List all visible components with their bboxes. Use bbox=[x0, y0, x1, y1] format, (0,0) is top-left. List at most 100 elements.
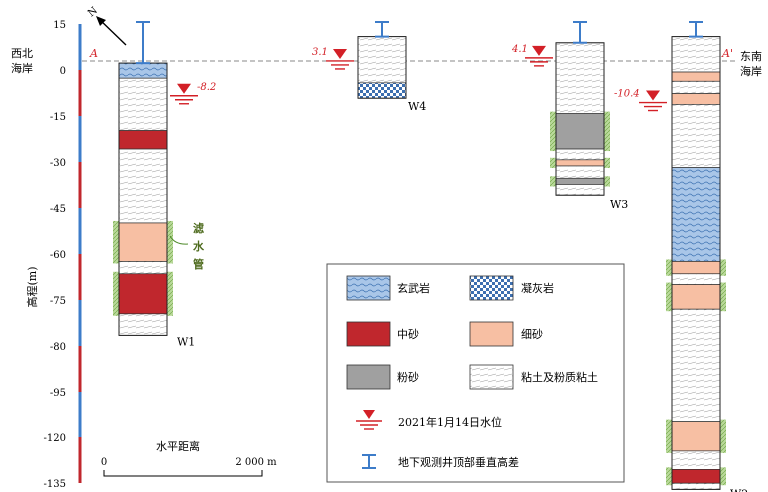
legend-swatch-clay bbox=[469, 364, 514, 390]
well-layer-fine-sand bbox=[671, 421, 721, 452]
water-level-value: -10.4 bbox=[614, 89, 640, 100]
legend-label-casing: 地下观测井顶部垂直高差 bbox=[398, 455, 519, 469]
well-layer-medium-sand bbox=[118, 273, 168, 315]
well-label: W1 bbox=[177, 335, 195, 348]
well-layer-silt bbox=[555, 177, 605, 185]
well-layer-clay bbox=[555, 42, 605, 114]
well-casing-icon bbox=[573, 21, 587, 44]
axis-tick-label: -135 bbox=[44, 479, 66, 490]
well-w2: W2 -10.4 bbox=[614, 21, 748, 492]
well-layer-clay bbox=[671, 308, 721, 422]
legend-label-medium-sand: 中砂 bbox=[397, 328, 419, 341]
profile-end-label: 东南 海岸 A' bbox=[721, 47, 762, 78]
legend-label-silt: 粉砂 bbox=[397, 371, 419, 384]
well-layer-clay bbox=[671, 104, 721, 168]
profile-start-label: 西北 海岸 A bbox=[11, 47, 98, 75]
axis-tick-label: -80 bbox=[50, 342, 66, 353]
screen-label-char1: 滤 bbox=[193, 221, 204, 235]
well-layer-clay bbox=[118, 313, 168, 336]
well-label: W2 bbox=[730, 487, 748, 492]
well-layer-fine-sand bbox=[118, 222, 168, 262]
legend-water-level-icon bbox=[356, 410, 382, 430]
northwest-coast-line2: 海岸 bbox=[11, 61, 33, 75]
axis-title: 高程(m) bbox=[25, 266, 39, 307]
well-layer-basalt bbox=[118, 62, 168, 79]
axis-tick-label: -95 bbox=[50, 388, 66, 399]
well-casing-icon bbox=[375, 21, 389, 38]
well-layer-clay bbox=[555, 148, 605, 161]
well-layer-medium-sand bbox=[671, 469, 721, 484]
axis-tick-label: -30 bbox=[50, 158, 66, 169]
legend-swatch-medium-sand bbox=[346, 321, 391, 347]
well-layer-fine-sand bbox=[671, 284, 721, 310]
water-level-icon bbox=[525, 45, 553, 67]
water-level-icon bbox=[639, 90, 667, 112]
well-label: W3 bbox=[610, 198, 628, 211]
north-arrow-head bbox=[96, 16, 106, 26]
axis-tick-label: -75 bbox=[50, 296, 66, 307]
legend-swatch-basalt bbox=[346, 275, 391, 301]
profile-end-marker: A' bbox=[721, 47, 733, 60]
legend-casing-icon bbox=[362, 454, 376, 469]
legend-swatch-fine-sand bbox=[469, 321, 514, 347]
well-layer-clay bbox=[671, 80, 721, 94]
scale-bar: 水平距离 0 2 000 m bbox=[101, 439, 277, 477]
well-layer-fine-sand bbox=[671, 261, 721, 275]
water-level-value: 4.1 bbox=[511, 44, 528, 55]
screen-annotation-leader bbox=[169, 235, 189, 245]
southeast-coast-line2: 海岸 bbox=[740, 64, 762, 78]
axis-tick-label: -120 bbox=[44, 433, 66, 444]
scale-bar-start: 0 bbox=[101, 457, 107, 468]
legend-label-basalt: 玄武岩 bbox=[397, 281, 430, 295]
legend-label-clay: 粘土及粉质粘土 bbox=[521, 370, 598, 384]
legend-label-water-level: 2021年1月14日水位 bbox=[398, 415, 502, 429]
axis-tick-label: 0 bbox=[60, 66, 66, 77]
water-level-icon bbox=[326, 48, 354, 70]
well-layer-fine-sand bbox=[671, 71, 721, 82]
well-layer-fine-sand bbox=[555, 159, 605, 167]
wells: W1 -8.2W4 3.1W3 4.1W2 -10.4 bbox=[113, 21, 748, 492]
legend-label-fine-sand: 细砂 bbox=[521, 328, 543, 341]
legend-swatch-tuff bbox=[469, 275, 514, 301]
northwest-coast-line1: 西北 bbox=[11, 47, 33, 60]
legend: 玄武岩 凝灰岩 中砂 细砂 粉砂 粘土及粉质粘土 2021年1月14日水位 地下… bbox=[326, 263, 625, 483]
well-layer-tuff bbox=[357, 82, 407, 99]
axis-tick-label: -45 bbox=[50, 204, 66, 215]
water-level-value: -8.2 bbox=[197, 82, 216, 93]
well-layer-silt bbox=[555, 113, 605, 150]
screen-label-char2: 水 bbox=[193, 239, 205, 253]
well-layer-clay bbox=[555, 184, 605, 196]
axis-ticks: 15 0 -15 -30 -45 -60 -75 -80 -95 -120 -135 bbox=[44, 20, 66, 490]
well-layer-fine-sand bbox=[671, 93, 721, 105]
well-w1: W1 -8.2 bbox=[113, 21, 216, 348]
well-layer-clay bbox=[118, 148, 168, 224]
well-layer-medium-sand bbox=[118, 130, 168, 150]
well-w3: W3 4.1 bbox=[511, 21, 628, 211]
profile-start-marker: A bbox=[89, 47, 98, 60]
well-label: W4 bbox=[408, 100, 426, 113]
axis-tick-label: -15 bbox=[50, 112, 66, 123]
scale-bar-title: 水平距离 bbox=[156, 439, 200, 453]
elevation-axis: 15 0 -15 -30 -45 -60 -75 -80 -95 -120 -135 高程(m) bbox=[25, 20, 82, 490]
southeast-coast-line1: 东南 bbox=[740, 50, 762, 63]
legend-swatch-silt bbox=[346, 364, 391, 390]
screen-label-char3: 管 bbox=[193, 257, 204, 271]
well-layer-basalt bbox=[671, 167, 721, 262]
axis-tick-label: -60 bbox=[50, 250, 66, 261]
well-casing-icon bbox=[689, 21, 703, 38]
scale-bar-line bbox=[103, 470, 263, 477]
well-layer-clay bbox=[671, 273, 721, 285]
well-layer-clay bbox=[671, 482, 721, 490]
legend-label-tuff: 凝灰岩 bbox=[521, 281, 554, 295]
well-layer-clay bbox=[118, 261, 168, 275]
scale-bar-end: 2 000 m bbox=[235, 457, 277, 468]
water-level-value: 3.1 bbox=[312, 47, 328, 58]
well-layer-clay bbox=[671, 450, 721, 470]
screen-annotation: 滤 水 管 bbox=[169, 221, 205, 271]
north-arrow: N bbox=[86, 5, 127, 46]
well-casing-icon bbox=[136, 21, 150, 65]
axis-tick-label: 15 bbox=[53, 20, 66, 31]
well-layer-clay bbox=[118, 77, 168, 131]
well-layer-clay bbox=[671, 36, 721, 73]
